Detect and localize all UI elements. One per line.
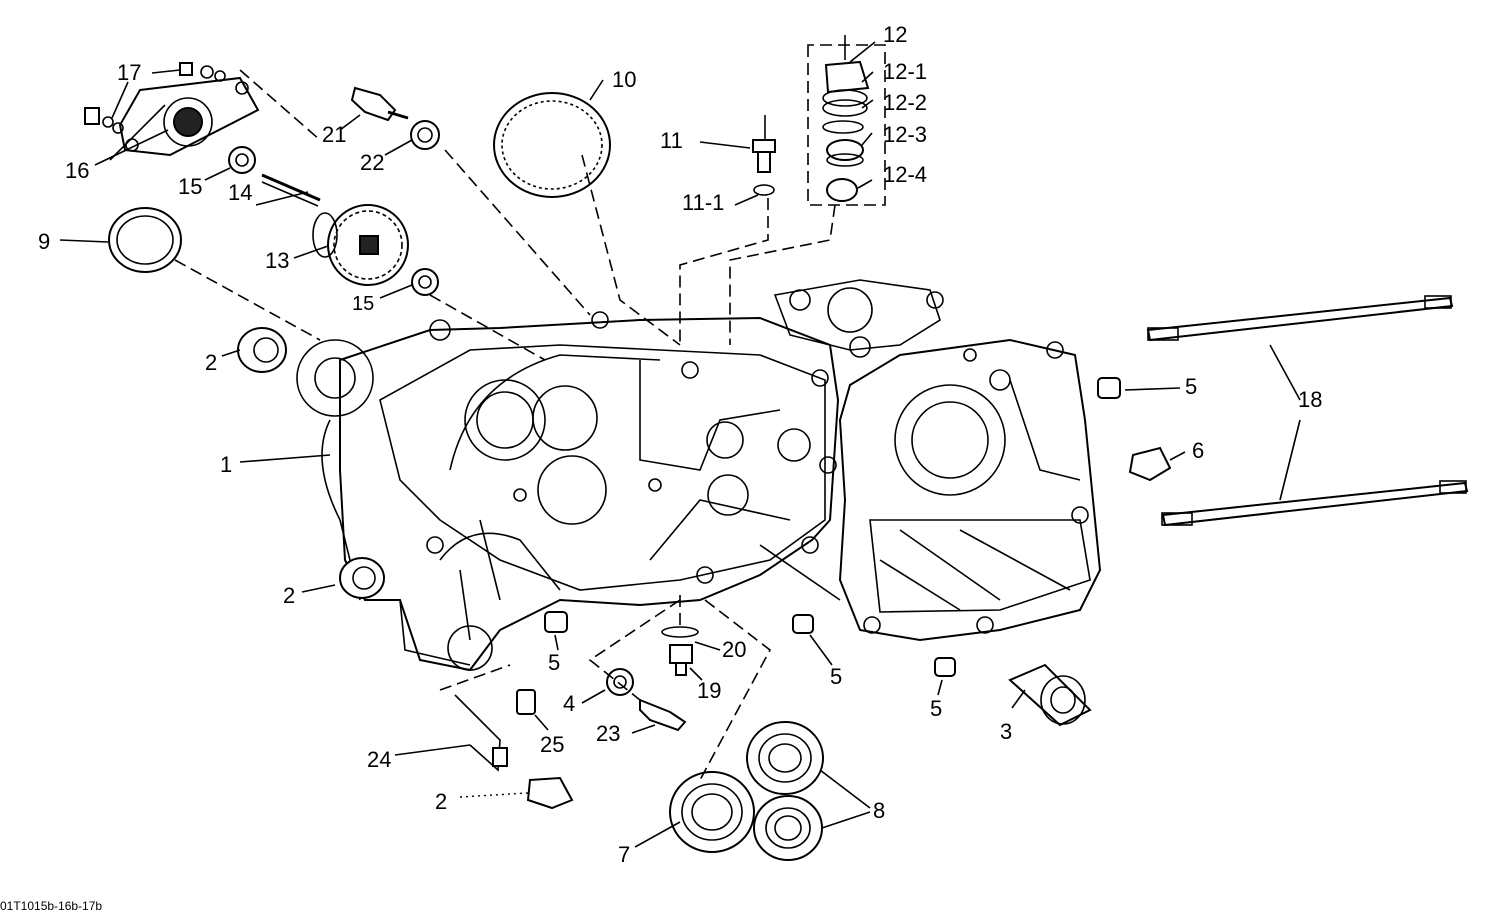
crankcase-right-half bbox=[759, 279, 1102, 642]
callout-8: 8 bbox=[873, 798, 885, 823]
callout-12-2: 12-2 bbox=[883, 90, 927, 115]
callout-21: 21 bbox=[322, 122, 346, 147]
callout-labels: 17 21 22 16 15 14 13 15 9 10 11 11-1 12 … bbox=[38, 22, 1322, 867]
leader-lines bbox=[59, 41, 1301, 848]
part-5-plug-b bbox=[792, 614, 814, 634]
callout-12-1: 12-1 bbox=[883, 59, 927, 84]
part-6-nut bbox=[1128, 446, 1172, 482]
part-23-switch bbox=[639, 698, 687, 732]
part-10-gasket bbox=[493, 92, 611, 198]
callout-7: 7 bbox=[618, 842, 630, 867]
part-8-bearing-lower bbox=[753, 795, 823, 861]
part-8-bearing-upper bbox=[746, 721, 824, 795]
callout-24: 24 bbox=[367, 747, 391, 772]
callout-5-left: 5 bbox=[548, 650, 560, 675]
callout-22: 22 bbox=[360, 150, 384, 175]
part-9-seal bbox=[108, 207, 182, 273]
part-5-plug-d bbox=[1097, 377, 1121, 399]
part-2-plug-lower bbox=[526, 776, 574, 810]
callout-15-upper: 15 bbox=[178, 174, 202, 199]
part-13-gear bbox=[312, 204, 409, 286]
part-2-plug-upper bbox=[237, 327, 287, 373]
callout-12: 12 bbox=[883, 22, 907, 47]
part-15-washer-lower bbox=[411, 268, 439, 296]
callout-3: 3 bbox=[1000, 719, 1012, 744]
part-5-plug-c bbox=[934, 657, 956, 677]
callout-5-center: 5 bbox=[830, 664, 842, 689]
callout-11-1: 11-1 bbox=[682, 190, 724, 215]
part-4-washer-hole bbox=[613, 675, 627, 689]
part-14-shaft bbox=[261, 173, 321, 202]
callout-12-4: 12-4 bbox=[883, 162, 927, 187]
callout-12-3: 12-3 bbox=[883, 122, 927, 147]
assembly-dash-lines bbox=[174, 69, 836, 798]
part-24-dowel bbox=[492, 747, 508, 767]
part-5-plug-a bbox=[544, 611, 568, 633]
callout-1: 1 bbox=[220, 452, 232, 477]
callout-18: 18 bbox=[1298, 387, 1322, 412]
part-18-stud-lower bbox=[1161, 480, 1469, 527]
callout-11: 11 bbox=[660, 128, 683, 153]
callout-10: 10 bbox=[612, 67, 636, 92]
figure-reference-code: 01T1015b-16b-17b bbox=[0, 899, 103, 913]
part-19-bolt-head bbox=[669, 644, 693, 664]
callout-19: 19 bbox=[697, 678, 721, 703]
crankcase-left-half bbox=[296, 311, 840, 672]
part-2-plug-middle bbox=[339, 557, 385, 599]
callout-23: 23 bbox=[596, 721, 620, 746]
callout-2-middle: 2 bbox=[283, 583, 295, 608]
callout-20: 20 bbox=[722, 637, 746, 662]
part-18-stud-upper bbox=[1146, 295, 1454, 342]
part-12-assembly bbox=[807, 35, 886, 206]
part-14-shaft-edge bbox=[261, 181, 319, 207]
part-7-bearing bbox=[669, 771, 755, 853]
callout-5-right: 5 bbox=[1185, 374, 1197, 399]
part-4-washer bbox=[606, 668, 634, 696]
callout-14: 14 bbox=[228, 180, 252, 205]
callout-17: 17 bbox=[117, 60, 141, 85]
callout-13: 13 bbox=[265, 248, 289, 273]
part-15-washer-lower-hole bbox=[418, 275, 432, 289]
part-21-sensor bbox=[350, 86, 409, 122]
part-25-pin bbox=[516, 689, 536, 715]
callout-9: 9 bbox=[38, 229, 50, 254]
part-15-washer-upper bbox=[228, 146, 256, 174]
callout-16: 16 bbox=[65, 158, 89, 183]
part-22-washer bbox=[410, 120, 440, 150]
callout-15-lower: 15 bbox=[352, 293, 374, 315]
part-17-bolts bbox=[84, 62, 226, 134]
part-15-washer-upper-hole bbox=[235, 153, 249, 167]
part-3-sleeve bbox=[1008, 663, 1092, 727]
callout-2-lower: 2 bbox=[435, 789, 447, 814]
callout-4: 4 bbox=[563, 691, 575, 716]
callout-6: 6 bbox=[1192, 438, 1204, 463]
callout-2-upper: 2 bbox=[205, 350, 217, 375]
part-11-fitting bbox=[752, 115, 776, 196]
callout-5-lower: 5 bbox=[930, 696, 942, 721]
part-20-washer bbox=[661, 626, 699, 638]
part-19-bolt-shank bbox=[675, 662, 687, 676]
callout-25: 25 bbox=[540, 732, 564, 757]
